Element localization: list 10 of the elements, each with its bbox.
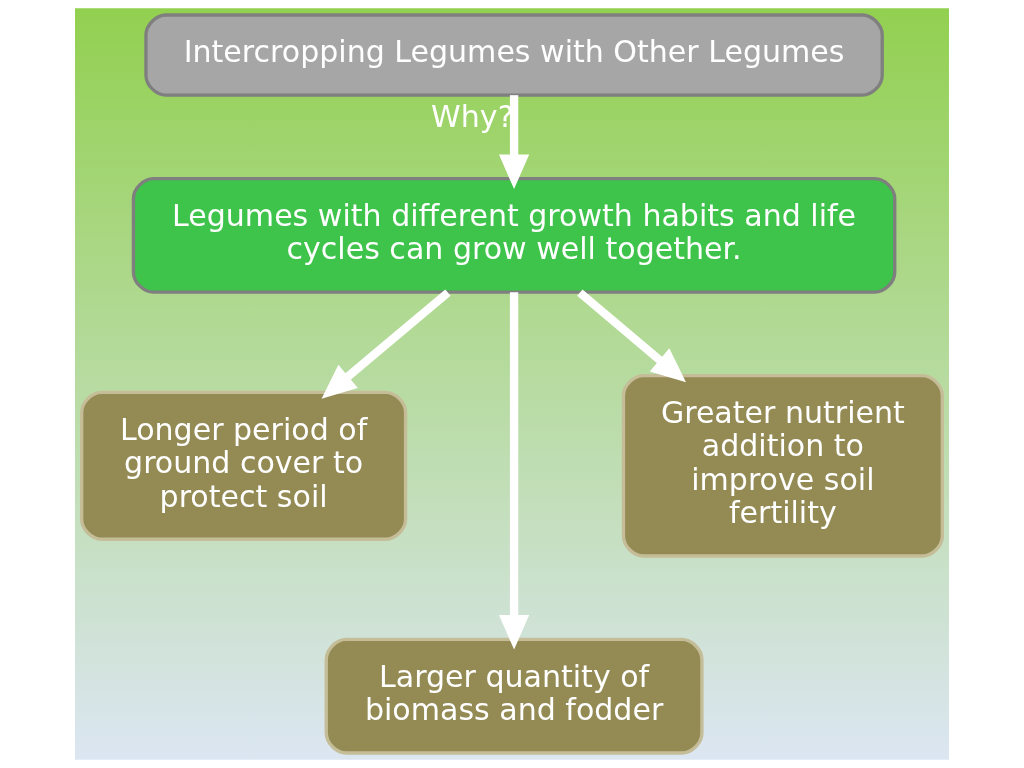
arrow xyxy=(321,289,451,399)
node-box: Longer period of ground cover to protect soil xyxy=(80,390,408,541)
node-box: Legumes with different growth habits and life cycles can grow well together. xyxy=(131,177,897,294)
arrow xyxy=(498,95,530,190)
node-box: Larger quantity of biomass and fodder xyxy=(324,637,704,755)
node-box: Greater nutrient addition to improve soil fertility xyxy=(621,373,944,558)
node-box: Intercropping Legumes with Other Legumes xyxy=(144,13,884,97)
arrow xyxy=(498,292,530,650)
edge-label: Why? xyxy=(431,99,514,135)
arrow xyxy=(577,289,686,383)
